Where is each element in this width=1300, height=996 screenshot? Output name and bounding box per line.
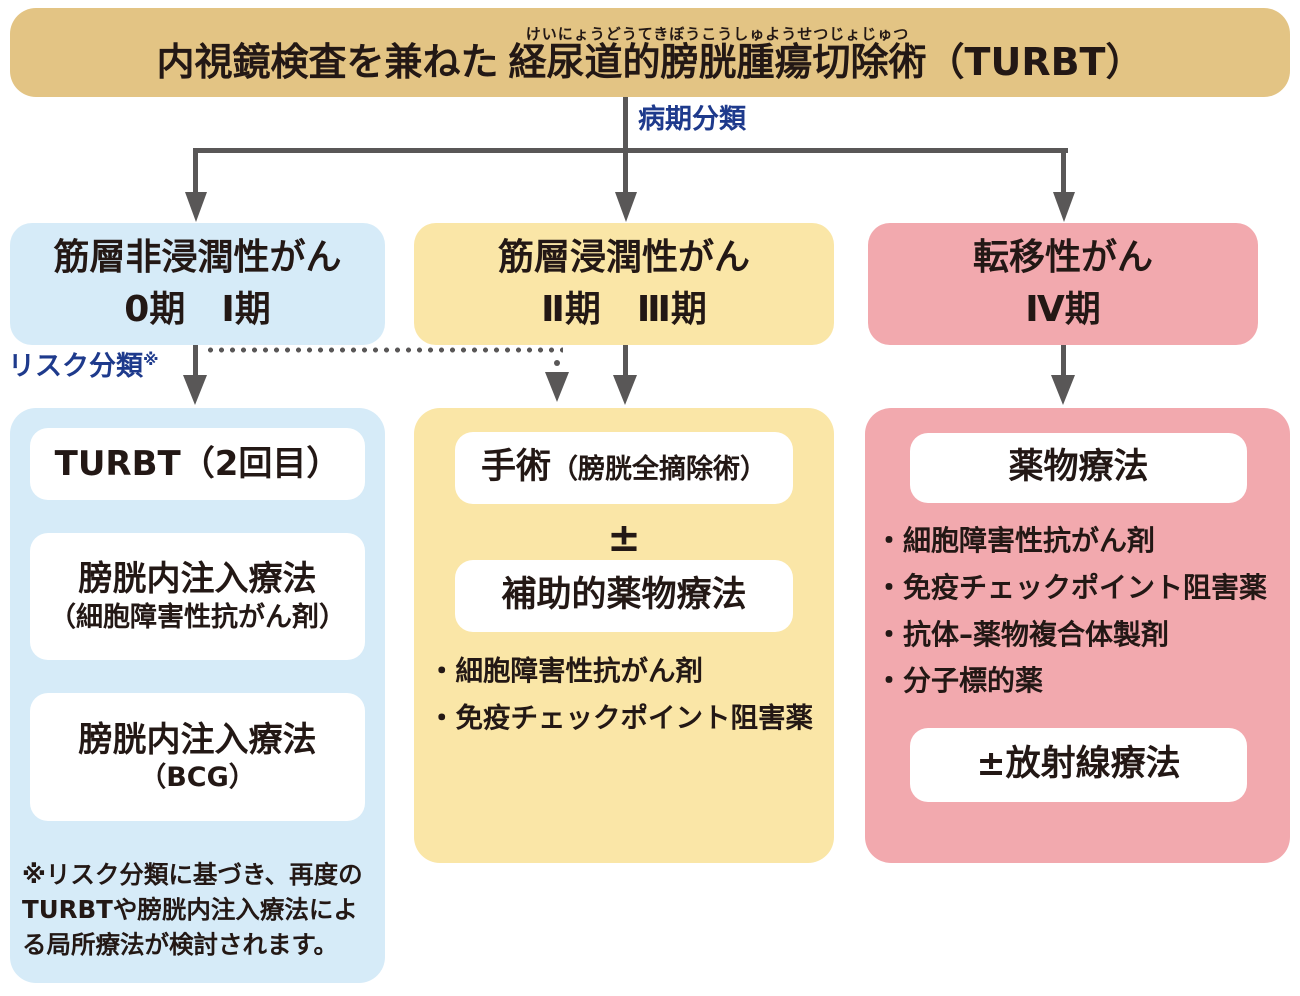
banner-title-suffix: （TURBT）: [926, 39, 1144, 84]
category-box-metastatic: 転移性がん Ⅳ期: [868, 223, 1258, 345]
treatment-panel-muscle-invasive: 手術（膀胱全摘除術） ± 補助的薬物療法 ・細胞障害性抗がん剤 ・免疫チェックポ…: [414, 408, 834, 863]
arrow2-middle-head: [613, 375, 637, 408]
risk-label-asterisk: ※: [143, 350, 159, 369]
arrow2-middle-shaft: [623, 345, 628, 375]
surgery-title: 手術: [480, 447, 551, 488]
plus-minus-symbol: ±: [607, 515, 641, 561]
treatment-panel-metastatic: 薬物療法 ・細胞障害性抗がん剤 ・免疫チェックポイント阻害薬 ・抗体–薬物複合体…: [865, 408, 1290, 863]
intravesical-chemo-box: 膀胱内注入療法 （細胞障害性抗がん剤）: [30, 533, 365, 660]
risk-label-text: リスク分類: [8, 351, 143, 382]
arrow-left-head: [185, 192, 207, 225]
intravesical-bcg-box: 膀胱内注入療法 （BCG）: [30, 693, 365, 821]
arrow2-right-shaft: [1061, 345, 1066, 375]
list-item: ・細胞障害性抗がん剤: [875, 524, 1156, 557]
arrow-left-shaft: [193, 148, 198, 192]
risk-footnote: ※リスク分類に基づき、再度のTURBTや膀胱内注入療法による局所療法が検討されま…: [22, 860, 363, 959]
risk-classification-label: リスク分類※: [8, 350, 159, 382]
risk-dotted-line: [205, 347, 563, 353]
list-item: ・抗体–薬物複合体製剤: [875, 617, 1170, 651]
treatment-panel-non-muscle-invasive: TURBT（2回目） 膀胱内注入療法 （細胞障害性抗がん剤） 膀胱内注入療法 （…: [10, 408, 385, 983]
drug-therapy-title: 薬物療法: [1008, 447, 1149, 488]
drug-bullet-list: ・細胞障害性抗がん剤 ・免疫チェックポイント阻害薬 ・抗体–薬物複合体製剤 ・分…: [875, 518, 1267, 705]
banner-title-ruby: 経尿道的膀胱腫瘍切除術けいにょうどうてきぼうこうしゅようせつじょじゅつ: [508, 25, 927, 84]
drug-therapy-box: 薬物療法: [910, 433, 1247, 503]
category-left-line1: 筋層非浸潤性がん: [53, 236, 342, 278]
list-item: ・免疫チェックポイント阻害薬: [875, 570, 1268, 604]
arrow2-right-head: [1051, 375, 1075, 408]
arrow2-left-shaft: [193, 345, 198, 375]
banner-title-ruby-base: 経尿道的膀胱腫瘍切除術: [508, 39, 927, 84]
category-left-line2: 0期 Ⅰ期: [124, 289, 271, 330]
adjuvant-bullet-list: ・細胞障害性抗がん剤 ・免疫チェックポイント阻害薬: [428, 648, 813, 743]
category-right-line1: 転移性がん: [972, 236, 1153, 278]
category-box-non-muscle-invasive: 筋層非浸潤性がん 0期 Ⅰ期: [10, 223, 385, 345]
arrow-right-shaft: [1061, 148, 1066, 192]
risk-dotted-arrow-head: [545, 372, 569, 405]
category-box-muscle-invasive: 筋層浸潤性がん Ⅱ期 Ⅲ期: [414, 223, 834, 345]
intravesical-bcg-title: 膀胱内注入療法: [78, 719, 317, 760]
arrow-middle-head: [615, 192, 637, 225]
stage-classification-label: 病期分類: [638, 104, 746, 135]
banner-title-prefix: 内視鏡検査を兼ねた: [156, 39, 499, 84]
risk-dotted-dot: [554, 360, 560, 366]
banner-title: 内視鏡検査を兼ねた経尿道的膀胱腫瘍切除術けいにょうどうてきぼうこうしゅようせつじ…: [157, 25, 1144, 81]
list-item: ・分子標的薬: [875, 664, 1044, 698]
banner-title-furigana: けいにょうどうてきぼうこうしゅようせつじょじゅつ: [508, 24, 927, 43]
intravesical-bcg-subtitle: （BCG）: [139, 762, 256, 794]
radiation-box: ±放射線療法: [910, 728, 1247, 802]
trunk-line: [623, 97, 628, 150]
list-item: ・細胞障害性抗がん剤: [428, 655, 703, 687]
intravesical-chemo-subtitle: （細胞障害性抗がん剤）: [49, 601, 346, 633]
intravesical-chemo-title: 膀胱内注入療法: [78, 559, 317, 600]
category-right-line2: Ⅳ期: [1025, 289, 1101, 330]
category-middle-line2: Ⅱ期 Ⅲ期: [541, 289, 707, 330]
radiation-title: ±放射線療法: [976, 744, 1181, 785]
arrow2-left-head: [183, 375, 207, 408]
arrow-right-head: [1053, 192, 1075, 225]
arrow-middle-shaft: [623, 148, 628, 192]
turbt-second-label: TURBT（2回目）: [54, 443, 341, 484]
branch-line: [193, 148, 1068, 153]
surgery-box: 手術（膀胱全摘除術）: [455, 432, 793, 504]
turbt-second-box: TURBT（2回目）: [30, 428, 365, 500]
adjuvant-box: 補助的薬物療法: [455, 560, 793, 632]
header-banner: 内視鏡検査を兼ねた経尿道的膀胱腫瘍切除術けいにょうどうてきぼうこうしゅようせつじ…: [10, 8, 1290, 97]
list-item: ・免疫チェックポイント阻害薬: [428, 702, 813, 735]
category-middle-line1: 筋層浸潤性がん: [497, 236, 750, 278]
adjuvant-title: 補助的薬物療法: [501, 575, 747, 616]
surgery-subtitle: （膀胱全摘除術）: [551, 454, 767, 486]
